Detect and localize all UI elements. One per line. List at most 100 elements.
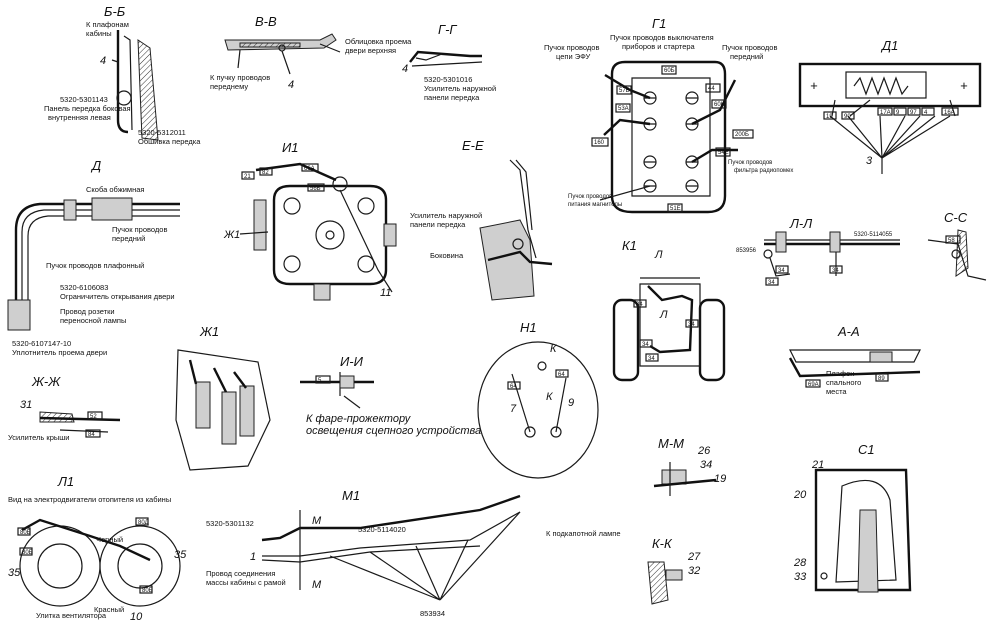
bb-panel — [116, 30, 129, 134]
d-label-7: Провод розетки — [60, 307, 115, 316]
svg-text:9: 9 — [896, 110, 900, 116]
svg-text:34: 34 — [688, 322, 695, 328]
l1-right-fan — [99, 525, 181, 607]
c1-num-21: 21 — [811, 459, 824, 471]
svg-text:М: М — [312, 579, 322, 591]
vv-label-2: двери верхняя — [345, 46, 396, 55]
g1-label-6: передний — [730, 52, 763, 61]
g1-label-4: цепи ЭФУ — [556, 52, 590, 61]
section-kk-title: К-К — [652, 536, 673, 551]
d-clamp — [63, 199, 77, 221]
svg-text:51Е: 51Е — [670, 206, 681, 212]
l1-num-35b: 35 — [174, 549, 187, 561]
k1-left-wheel — [612, 298, 640, 382]
section-zh1-title: Ж1 — [199, 324, 219, 339]
svg-text:200Б: 200Б — [735, 132, 749, 138]
n1-num-7: 7 — [510, 403, 517, 415]
i1-center — [315, 220, 345, 250]
ee-label-3: Боковина — [430, 251, 464, 260]
vv-label-1: Облицовка проема — [345, 37, 412, 46]
aa-label-1: Плафон — [826, 369, 854, 378]
l1-label-3: Улитка вентилятора — [36, 611, 107, 620]
section-i1: И1 21 82 66А 56Б Ж1 11 — [223, 140, 397, 301]
m1-label-2: 5320-5114020 — [358, 525, 406, 534]
svg-text:М: М — [312, 515, 322, 527]
g1-label-2: приборов и стартера — [622, 42, 696, 51]
c1-num-33: 33 — [794, 571, 807, 583]
g1-label-3: Пучок проводов — [544, 43, 599, 52]
d-label-4: Пучок проводов плафонный — [46, 261, 144, 270]
l1-label-1: Вид на электродвигатели отопителя из каб… — [8, 495, 171, 504]
svg-text:57Б: 57Б — [619, 88, 630, 94]
svg-text:16А: 16А — [944, 110, 955, 116]
section-c1-title: С1 — [858, 442, 875, 457]
g1-tag-60 — [661, 65, 677, 75]
section-bb: Б-Б К плафонам кабины 4 5320-5301143 Пан… — [44, 4, 201, 146]
kk-num-27: 27 — [687, 551, 701, 563]
svg-text:58: 58 — [948, 238, 955, 244]
g1-label-7: Пучок проводов — [728, 160, 772, 166]
ee-label-1: Усилитель наружной — [410, 211, 482, 220]
bb-trim — [137, 39, 159, 141]
section-zh1: Ж1 — [175, 324, 271, 471]
gg-label-2: Усилитель наружной — [424, 84, 496, 93]
svg-text:80Б: 80Б — [22, 550, 33, 556]
gg-label-3: панели передка — [424, 93, 480, 102]
bb-label-3: 5320-5301143 — [60, 95, 108, 104]
svg-text:+: + — [810, 78, 818, 93]
section-vv-title: В-В — [255, 14, 277, 29]
section-ll-title: Л-Л — [789, 216, 812, 231]
i1-num-11: 11 — [380, 287, 391, 299]
svg-text:90: 90 — [844, 114, 851, 120]
svg-text:66А: 66А — [304, 166, 315, 172]
section-ii-title: И-И — [340, 354, 364, 369]
section-kk: К-К 27 32 — [647, 536, 701, 605]
svg-text:64: 64 — [510, 384, 517, 390]
l1-label-red: Красный — [94, 605, 124, 614]
section-bb-title: Б-Б — [104, 4, 126, 19]
section-cc: С-С 58 — [927, 210, 987, 281]
svg-text:Л: Л — [659, 309, 668, 321]
l1-left-fan — [19, 525, 101, 607]
bb-label-6: 5320-5312011 — [138, 128, 186, 137]
d-label-9: 5320-6107147-10 — [12, 339, 71, 348]
svg-text:44: 44 — [708, 86, 715, 92]
d-label-10: Уплотнитель проема двери — [12, 348, 107, 357]
aa-label-3: места — [826, 387, 847, 396]
section-cc-title: С-С — [944, 210, 968, 225]
section-n1-title: Н1 — [520, 320, 537, 335]
section-zhzh-title: Ж-Ж — [31, 374, 61, 389]
aa-label-2: спального — [826, 378, 861, 387]
section-k1-title: К1 — [622, 238, 637, 253]
l1-num-35a: 35 — [8, 567, 21, 579]
kk-num-32: 32 — [688, 565, 700, 577]
svg-text:К: К — [550, 343, 557, 355]
c1-plate — [814, 468, 912, 592]
l1-num-10: 10 — [130, 611, 143, 623]
section-d1: Д1 + + 19 90 17А 9 97 4 16А 3 — [798, 38, 982, 174]
svg-text:97: 97 — [910, 110, 917, 116]
svg-text:34: 34 — [648, 356, 655, 362]
m1-label-3: К подкапотной лампе — [546, 529, 621, 538]
section-k1: К1 Л 34 34 34 34 Л — [612, 238, 726, 382]
svg-text:56Б: 56Б — [310, 186, 321, 192]
svg-text:80Б: 80Б — [20, 530, 31, 536]
aa-lamp — [789, 349, 921, 363]
d1-num-3: 3 — [866, 155, 873, 167]
vv-label-3: К пучку проводов — [210, 73, 270, 82]
section-c1: С1 21 20 28 33 — [793, 442, 912, 593]
section-ee-title: Е-Е — [462, 138, 484, 153]
section-m1: М1 М М 5320-5301132 5320-5114020 К подка… — [206, 488, 621, 618]
section-mm: М-М 26 34 19 — [653, 436, 726, 496]
section-ll: Л-Л 5320-5114055 853956 34 34 34 — [736, 216, 900, 286]
svg-text:60Б: 60Б — [664, 68, 675, 74]
svg-text:52: 52 — [90, 414, 97, 420]
zh1-outline — [175, 349, 271, 471]
section-l1: Л1 Вид на электродвигатели отопителя из … — [8, 474, 187, 623]
m1-label-1: 5320-5301132 — [206, 519, 254, 528]
section-n1: Н1 К К 64 64 7 9 — [477, 320, 599, 479]
bb-num-4: 4 — [100, 55, 106, 67]
section-gg-title: Г-Г — [438, 22, 457, 37]
section-l1-title: Л1 — [57, 474, 74, 489]
svg-text:4: 4 — [924, 110, 928, 116]
